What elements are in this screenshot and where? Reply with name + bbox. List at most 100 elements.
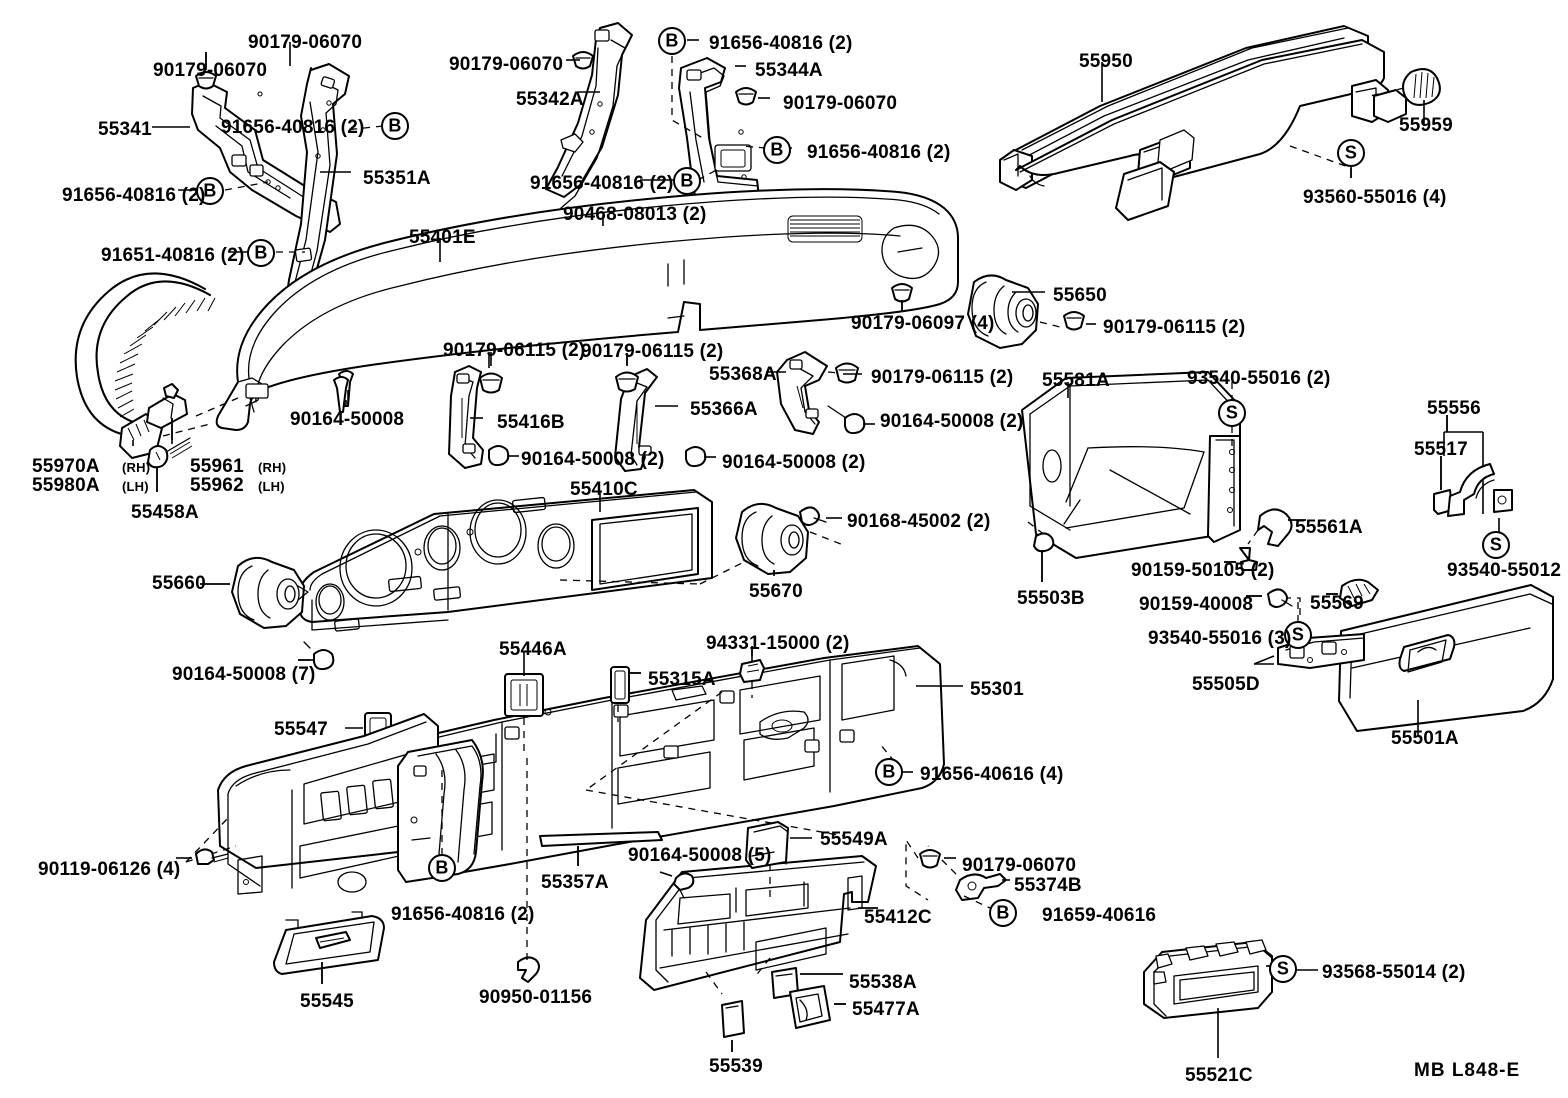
callout-90164-50008-2: 90164-50008 (2) — [722, 452, 866, 473]
circle-marker-s-s05: S — [1276, 958, 1290, 979]
circle-marker-b-b06: B — [680, 170, 694, 191]
part-55351A — [284, 63, 350, 313]
callout-91656-40816-2: 91656-40816 (2) — [807, 142, 951, 163]
fastener-90179-06115-b — [479, 352, 503, 394]
callout-91656-40816-2: 91656-40816 (2) — [530, 173, 674, 194]
callout-55374b: 55374B — [1014, 875, 1082, 896]
callout-55547: 55547 — [274, 719, 328, 740]
callout-90179-06070: 90179-06070 — [248, 32, 363, 53]
callout-55344a: 55344A — [755, 60, 823, 81]
part-55670 — [735, 502, 809, 575]
part-55366A — [614, 368, 658, 472]
callout-93540-55016-2: 93540-55016 (2) — [1187, 368, 1331, 389]
callout-55351a: 55351A — [363, 168, 431, 189]
part-55660 — [200, 556, 309, 629]
part-55410C — [299, 489, 745, 632]
fastener-90179-06115-a — [1063, 311, 1085, 331]
callout-55505d: 55505D — [1192, 674, 1260, 695]
callout-55341: 55341 — [98, 119, 152, 140]
callout-91656-40816-2: 91656-40816 (2) — [62, 185, 206, 206]
suffix-lh-55962: (LH) — [258, 479, 285, 494]
callout-55458a: 55458A — [131, 502, 199, 523]
callout-90179-06115-2: 90179-06115 (2) — [443, 340, 586, 361]
callout-55538a: 55538A — [849, 972, 917, 993]
part-55961 — [146, 383, 188, 440]
callout-55961: 55961 — [190, 456, 244, 477]
circle-marker-b-b08: B — [435, 857, 449, 878]
callout-90119-06126-4: 90119-06126 (4) — [38, 859, 181, 880]
callout-55980a: 55980A — [32, 475, 100, 496]
part-55556 — [1447, 463, 1513, 534]
part-55545 — [273, 911, 385, 984]
callout-55962: 55962 — [190, 475, 244, 496]
fastener-90168-45002 — [799, 506, 847, 547]
callout-55549a: 55549A — [820, 829, 888, 850]
callout-55521c: 55521C — [1185, 1065, 1253, 1086]
part-55342A — [545, 22, 633, 209]
circle-marker-b-b04: B — [665, 30, 679, 51]
callout-93568-55014-2: 93568-55014 (2) — [1322, 962, 1466, 983]
callout-94331-15000-2: 94331-15000 (2) — [706, 633, 850, 654]
part-55581A — [1021, 371, 1241, 559]
callout-55650: 55650 — [1053, 285, 1107, 306]
circle-marker-s-s01: S — [1344, 142, 1358, 163]
callout-55412c: 55412C — [864, 907, 932, 928]
callout-55670: 55670 — [749, 581, 803, 602]
callout-90164-50008: 90164-50008 — [290, 409, 405, 430]
callout-55970a: 55970A — [32, 456, 100, 477]
callout-55416b: 55416B — [497, 412, 565, 433]
circle-marker-b-b05: B — [770, 139, 784, 160]
callout-91656-40816-2: 91656-40816 (2) — [221, 117, 365, 138]
callout-91659-40616: 91659-40616 — [1042, 905, 1157, 926]
suffix-rh-55970A: (RH) — [122, 460, 151, 475]
fastener-90179-06070-d — [905, 837, 956, 901]
callout-93540-55016-3: 93540-55016 (3) — [1148, 628, 1292, 649]
callout-90164-50008-2: 90164-50008 (2) — [521, 449, 665, 470]
sheet-footer-code: MB L848-E — [1414, 1060, 1521, 1081]
circle-marker-b-b01: B — [388, 115, 402, 136]
part-55401E — [215, 188, 959, 431]
part-55521C — [1143, 939, 1280, 1019]
part-55368A — [776, 351, 851, 435]
callout-55342a: 55342A — [516, 89, 584, 110]
callout-90164-50008-7: 90164-50008 (7) — [172, 664, 316, 685]
callout-93560-55016-4: 93560-55016 (4) — [1303, 187, 1447, 208]
callout-90179-06070: 90179-06070 — [962, 855, 1077, 876]
callout-55401e: 55401E — [409, 227, 476, 248]
circle-markers — [196, 27, 1510, 983]
part-55950 — [999, 25, 1407, 221]
part-55416B — [448, 365, 484, 469]
callout-55366a: 55366A — [690, 399, 758, 420]
part-55315A — [610, 666, 641, 722]
part-55301 — [399, 645, 945, 881]
callout-55561a: 55561A — [1295, 517, 1363, 538]
fastener-90179-06070-b — [572, 51, 594, 70]
suffix-lh-55980A: (LH) — [122, 479, 149, 494]
callout-55959: 55959 — [1399, 115, 1453, 136]
callout-90179-06070: 90179-06070 — [153, 60, 268, 81]
callout-91651-40816-2: 91651-40816 (2) — [101, 245, 245, 266]
callout-55357a: 55357A — [541, 872, 609, 893]
callout-55301: 55301 — [970, 679, 1024, 700]
part-55477A — [789, 985, 846, 1029]
suffix-rh-55961: (RH) — [258, 460, 287, 475]
callout-55503b: 55503B — [1017, 588, 1085, 609]
speaker-grille — [787, 215, 863, 243]
callout-90159-40008: 90159-40008 — [1139, 594, 1254, 615]
callout-55556: 55556 — [1427, 398, 1481, 419]
part-55458A — [147, 437, 193, 492]
fastener-90164-50008-b — [333, 376, 349, 413]
callout-55477a: 55477A — [852, 999, 920, 1020]
fastener-90119-06126 — [176, 848, 229, 865]
circle-marker-s-s03: S — [1489, 534, 1503, 555]
callout-90159-50105-2: 90159-50105 (2) — [1131, 560, 1275, 581]
callout-55446a: 55446A — [499, 639, 567, 660]
part-55539 — [721, 1000, 745, 1052]
circle-marker-b-b02: B — [203, 180, 217, 201]
part-55501A — [1338, 584, 1554, 732]
circle-marker-b-b09: B — [996, 902, 1010, 923]
callout-91656-40616-4: 91656-40616 (4) — [920, 764, 1064, 785]
callout-93540-55012: 93540-55012 — [1447, 560, 1562, 581]
callout-55315a: 55315A — [648, 669, 716, 690]
